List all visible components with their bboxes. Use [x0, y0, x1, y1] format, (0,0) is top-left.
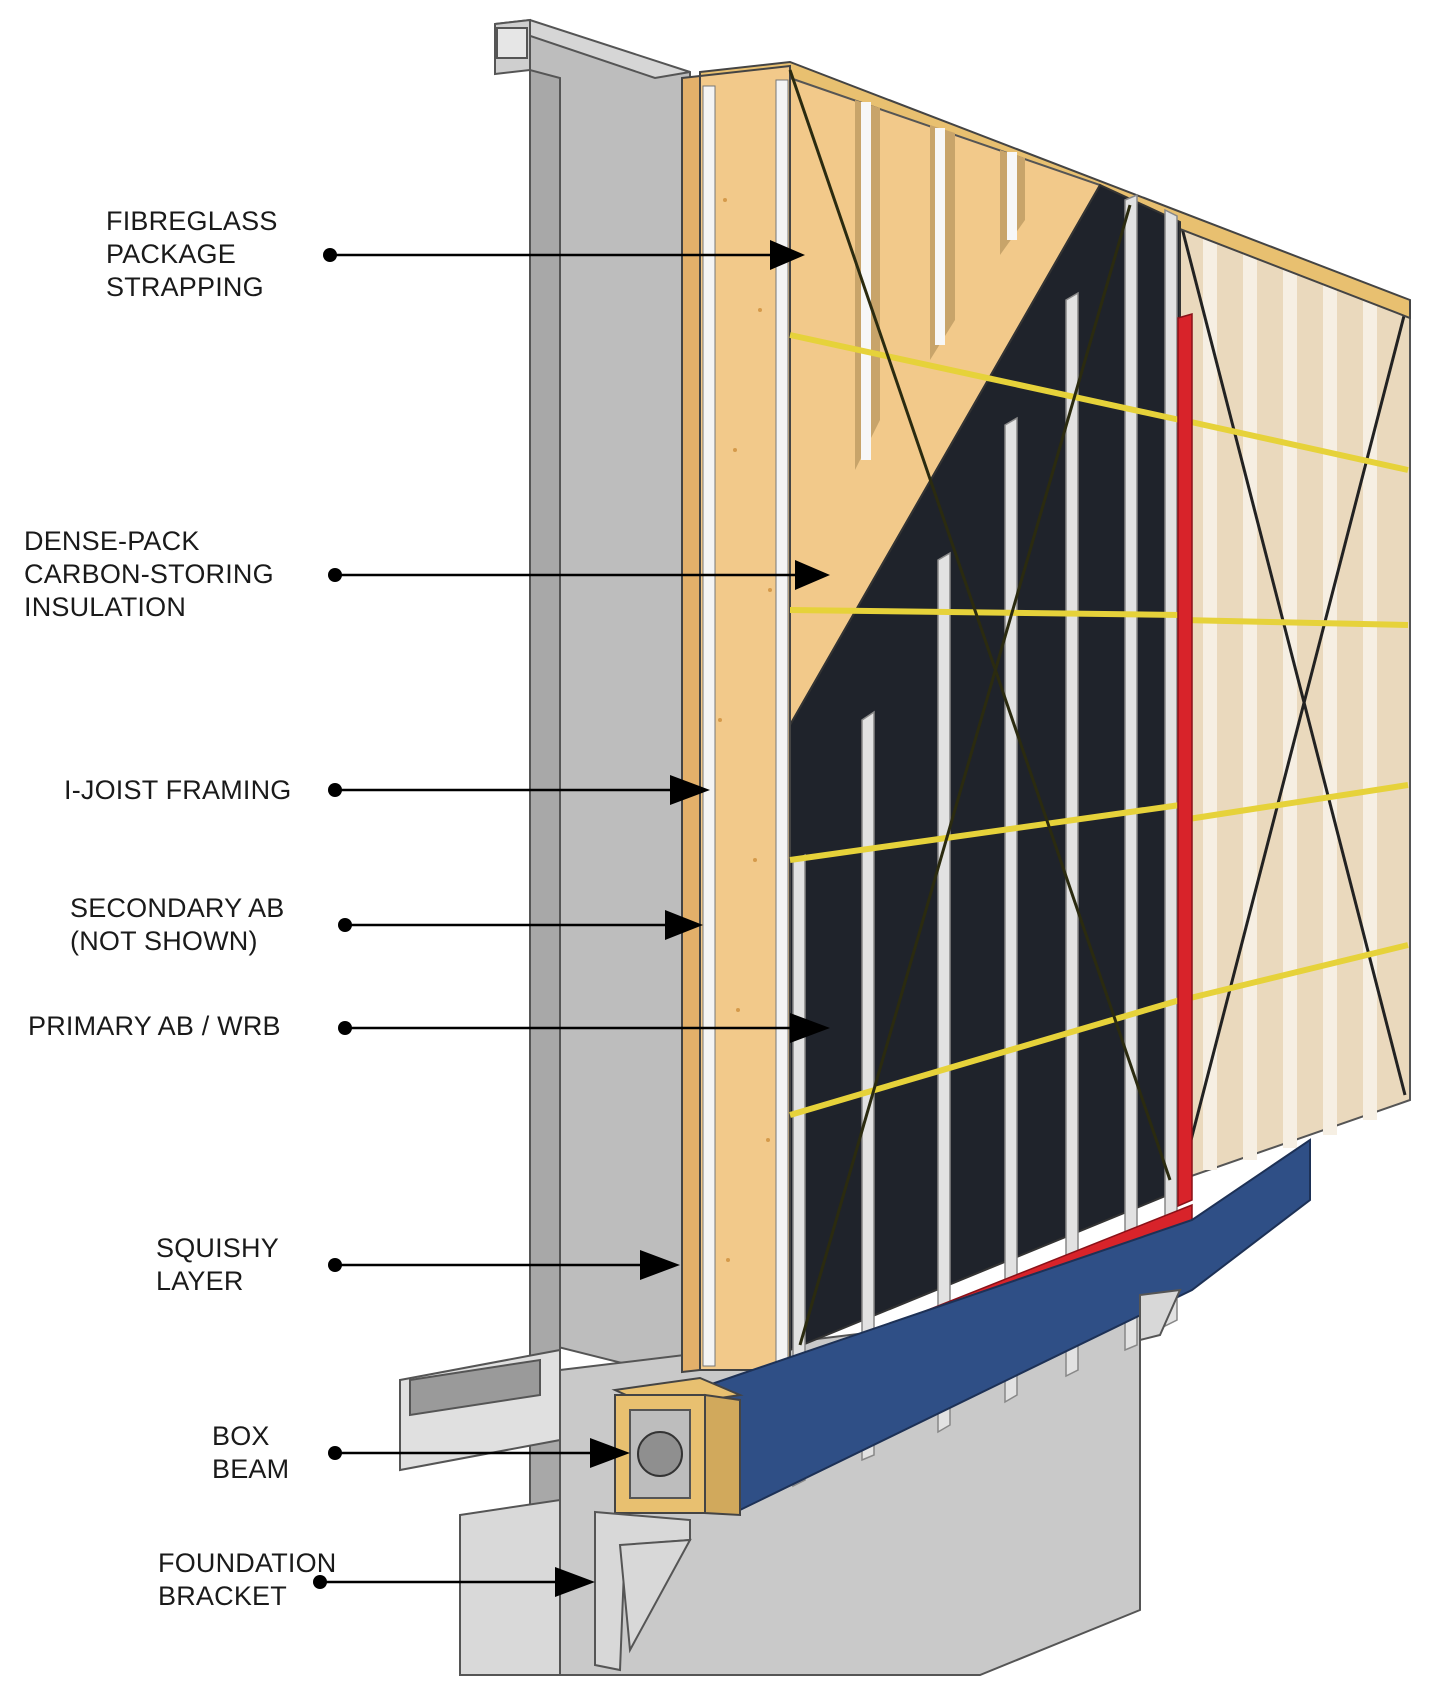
box-beam-pipe	[637, 1431, 683, 1477]
foundation-bracket-graphic	[594, 1288, 1182, 1672]
leader-fibreglass-package-strapping	[323, 240, 805, 270]
leader-box-beam	[328, 1438, 630, 1468]
sheathing-x-straps	[1180, 227, 1407, 1176]
label-line: BRACKET	[158, 1581, 287, 1611]
label-line: SQUISHY	[156, 1233, 279, 1263]
label-i-joist-framing: I-JOIST FRAMING	[64, 774, 292, 807]
label-line: INSULATION	[24, 592, 187, 622]
label-line: PRIMARY AB / WRB	[28, 1011, 281, 1041]
label-line: PACKAGE	[106, 239, 236, 269]
label-line: (NOT SHOWN)	[70, 926, 258, 956]
leader-i-joist-framing	[328, 775, 710, 805]
cavity-studs	[861, 102, 1017, 460]
leader-foundation-bracket	[313, 1567, 595, 1597]
leader-dense-pack-insulation	[328, 560, 830, 590]
label-line: FOUNDATION	[158, 1548, 337, 1578]
i-joist-flange-left	[702, 85, 716, 1367]
label-line: I-JOIST FRAMING	[64, 775, 292, 805]
sheathing-panel	[1179, 220, 1411, 1182]
label-line: SECONDARY AB	[70, 893, 285, 923]
i-joist-flange-right	[775, 79, 789, 1367]
leader-primary-ab-wrb	[338, 1013, 830, 1043]
label-box-beam: BOX BEAM	[212, 1420, 289, 1486]
label-line: CARBON-STORING	[24, 559, 274, 589]
box-beam-graphic	[611, 1376, 744, 1517]
label-line: BEAM	[212, 1454, 290, 1484]
vertical-furring	[792, 193, 1178, 1488]
foundation-step	[459, 1498, 561, 1676]
label-foundation-bracket: FOUNDATION BRACKET	[158, 1547, 337, 1613]
label-squishy-layer: SQUISHY LAYER	[156, 1232, 279, 1298]
fibreglass-package-strapping-lines	[788, 69, 1172, 1346]
label-fibreglass-package-strapping: FIBREGLASS PACKAGE STRAPPING	[106, 205, 278, 304]
label-line: DENSE-PACK	[24, 526, 200, 556]
leader-secondary-ab	[338, 910, 703, 940]
label-dense-pack-insulation: DENSE-PACK CARBON-STORING INSULATION	[24, 525, 274, 624]
label-line: FIBREGLASS	[106, 206, 278, 236]
sheathing-studs	[1203, 235, 1377, 1170]
squishy-layer-strip	[681, 74, 701, 1374]
leader-squishy-layer	[328, 1250, 680, 1280]
parapet-cap	[496, 27, 528, 59]
label-line: LAYER	[156, 1266, 244, 1296]
label-line: BOX	[212, 1421, 270, 1451]
label-secondary-ab: SECONDARY AB (NOT SHOWN)	[70, 892, 285, 958]
box-beam-side	[704, 1393, 741, 1517]
leaders	[313, 240, 830, 1597]
floor-slab-edge	[409, 1358, 541, 1417]
osb-speckle	[718, 198, 772, 1262]
label-line: STRAPPING	[106, 272, 264, 302]
label-primary-ab-wrb: PRIMARY AB / WRB	[28, 1010, 281, 1043]
panel-edge	[681, 64, 791, 1374]
sheathing-h-straps	[1181, 417, 1409, 1003]
